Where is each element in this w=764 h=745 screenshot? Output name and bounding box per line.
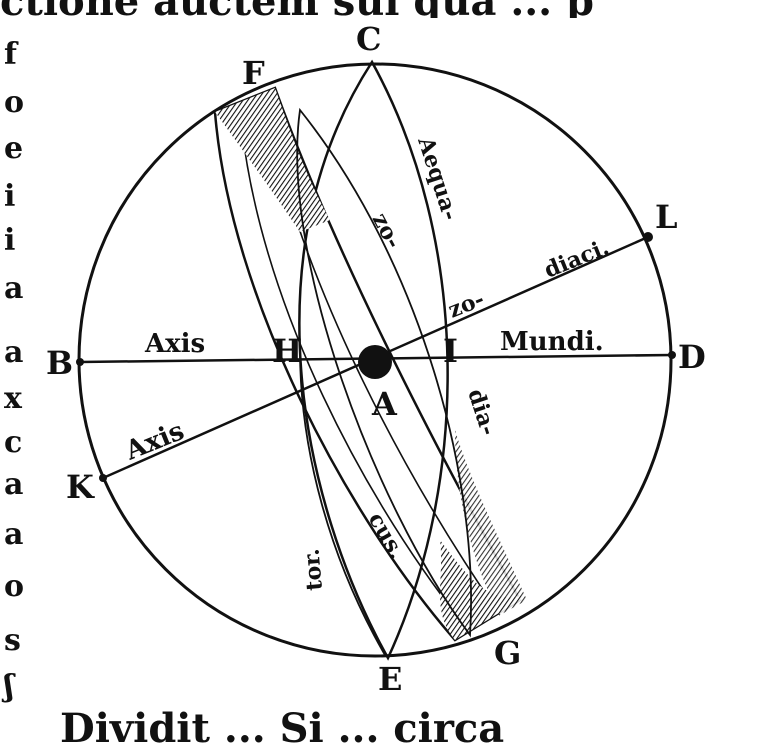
- point-K-dot: [99, 474, 107, 482]
- label-zo-lower: zo-: [445, 286, 488, 324]
- margin-glyph: a: [4, 271, 24, 306]
- label-A: A: [371, 385, 398, 423]
- label-G: G: [494, 634, 521, 672]
- band-shade-bottom-right: [455, 430, 527, 615]
- band-shade-top: [215, 88, 330, 232]
- meridian-lens: [298, 59, 449, 661]
- band-shade-bottom: [440, 540, 525, 640]
- margin-glyph: s: [4, 623, 21, 658]
- label-axis-oblique: Axis: [120, 416, 188, 467]
- label-E: E: [378, 660, 402, 698]
- label-F: F: [242, 54, 265, 92]
- margin-glyph: a: [4, 335, 24, 370]
- margin-glyph: o: [4, 569, 25, 604]
- margin-glyph: c: [4, 425, 23, 460]
- label-L: L: [655, 198, 678, 236]
- margin-glyph: i: [4, 223, 16, 258]
- margin-glyph: a: [4, 517, 24, 552]
- point-B-dot: [76, 358, 84, 366]
- label-C: C: [356, 20, 381, 58]
- margin-glyph: x: [4, 381, 22, 416]
- margin-glyph: o: [4, 85, 25, 120]
- label-zo-upper: zo-: [367, 209, 407, 253]
- label-B: B: [46, 344, 73, 382]
- label-D: D: [678, 338, 706, 376]
- bottom-cutoff-text: Dividit ... Si ... circa: [60, 705, 505, 745]
- label-K: K: [66, 468, 95, 506]
- label-cus: cus.: [363, 508, 410, 564]
- margin-glyph: e: [4, 131, 24, 166]
- margin-glyph: ʃ: [4, 669, 14, 704]
- label-diaci: diaci.: [541, 234, 613, 283]
- margin-glyph: i: [4, 179, 16, 214]
- label-tor: tor.: [298, 548, 328, 592]
- point-L-dot: [643, 232, 653, 242]
- label-mundi: Mundi.: [500, 327, 604, 357]
- top-cutoff-text: ctione auctem sui qua ... p: [0, 0, 764, 18]
- margin-glyph: a: [4, 467, 24, 502]
- ecliptic-lens: [296, 107, 472, 638]
- margin-glyph: f: [4, 37, 17, 72]
- earth-center: [358, 345, 392, 379]
- label-axis-horizontal: Axis: [144, 329, 205, 359]
- label-I: I: [443, 332, 458, 370]
- label-H: H: [272, 332, 302, 370]
- point-D-dot: [668, 351, 676, 359]
- zodiac-band-inner-left: [239, 107, 471, 633]
- label-dia: dia-: [462, 386, 501, 439]
